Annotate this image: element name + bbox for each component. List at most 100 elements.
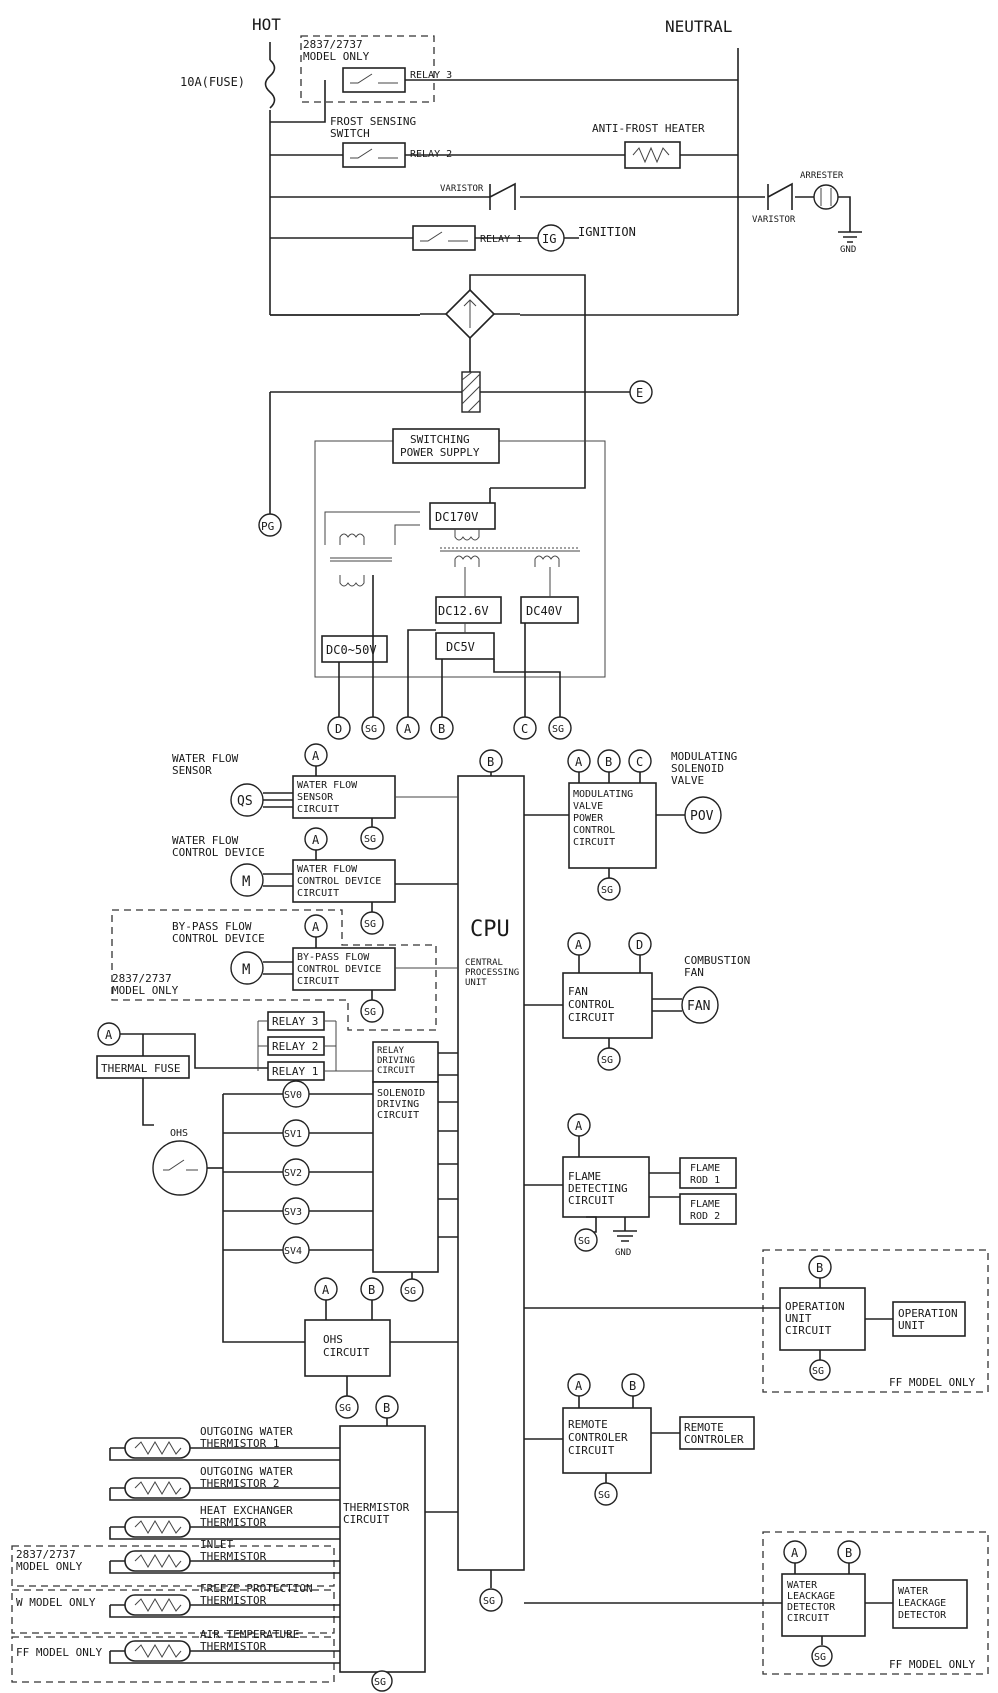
modulating-valve: A B C MODULATING VALVE POWER CONTROL CIR… bbox=[524, 749, 737, 901]
svg-text:RELAY 1: RELAY 1 bbox=[272, 1065, 318, 1078]
svg-text:FAN: FAN bbox=[684, 966, 704, 979]
varistor-label-2: VARISTOR bbox=[752, 215, 796, 225]
operation-unit: FF MODEL ONLY B OPERATION UNIT CIRCUIT O… bbox=[524, 1249, 989, 1393]
svg-text:CIRCUIT: CIRCUIT bbox=[323, 1346, 370, 1359]
remote-sg bbox=[594, 1482, 618, 1506]
switching-ps-line1: SWITCHING bbox=[410, 433, 470, 446]
output-d bbox=[327, 716, 351, 740]
svg-text:CIRCUIT: CIRCUIT bbox=[787, 1613, 829, 1624]
cpu bbox=[457, 775, 525, 1571]
svg-text:SG: SG bbox=[365, 724, 377, 735]
anti-frost-label: ANTI-FROST HEATER bbox=[592, 122, 705, 135]
svg-text:A: A bbox=[791, 1546, 799, 1560]
relay-3-switch bbox=[342, 67, 406, 93]
svg-text:SG: SG bbox=[601, 1055, 613, 1066]
svg-text:D: D bbox=[636, 938, 643, 952]
svg-text:FAN: FAN bbox=[687, 999, 710, 1014]
thermistor-symbol bbox=[134, 1598, 182, 1612]
svg-text:UNIT: UNIT bbox=[785, 1312, 812, 1325]
svg-text:B: B bbox=[438, 722, 445, 736]
svg-text:CIRCUIT: CIRCUIT bbox=[568, 1444, 615, 1457]
svg-text:SENSOR: SENSOR bbox=[297, 792, 334, 803]
relay-solenoid-section: A THERMAL FUSE RELAY 3 RELAY 2 RELAY 1 R… bbox=[96, 1011, 458, 1419]
svg-text:WATER FLOW: WATER FLOW bbox=[172, 834, 239, 847]
water-flow-sensor: WATER FLOW SENSOR QS A WATER FLOW SENSOR… bbox=[172, 743, 458, 850]
svg-text:CIRCUIT: CIRCUIT bbox=[377, 1066, 416, 1076]
wf-control-sg bbox=[360, 911, 384, 935]
svg-text:SG: SG bbox=[578, 1236, 590, 1247]
svg-text:OPERATION: OPERATION bbox=[785, 1300, 845, 1313]
thermistor-wire bbox=[109, 1487, 340, 1501]
relay-1-switch bbox=[412, 225, 476, 251]
thermistor-label: THERMISTOR 1 bbox=[200, 1437, 279, 1450]
svg-text:W MODEL ONLY: W MODEL ONLY bbox=[16, 1596, 96, 1609]
ignition-ig bbox=[537, 224, 565, 252]
pg-label: PG bbox=[261, 520, 274, 533]
flame-sg bbox=[574, 1228, 598, 1252]
dc5v-label: DC5V bbox=[446, 640, 475, 654]
svg-text:A: A bbox=[575, 1119, 583, 1133]
thermistor-icon bbox=[124, 1550, 191, 1572]
svg-text:A: A bbox=[575, 938, 583, 952]
svg-text:VALVE: VALVE bbox=[671, 774, 704, 787]
svg-text:A: A bbox=[575, 755, 583, 769]
svg-text:M: M bbox=[242, 874, 250, 890]
dc5v-box bbox=[435, 632, 495, 660]
svg-text:SOLENOID: SOLENOID bbox=[377, 1088, 425, 1099]
svg-text:WATER FLOW: WATER FLOW bbox=[172, 752, 239, 765]
svg-text:SG: SG bbox=[483, 1596, 495, 1607]
svg-text:A: A bbox=[105, 1028, 113, 1042]
relay-driving-circuit bbox=[372, 1041, 439, 1083]
svg-text:BY-PASS FLOW: BY-PASS FLOW bbox=[297, 952, 370, 963]
flame-detecting: A FLAME DETECTING CIRCUIT FLAME ROD 1 FL… bbox=[524, 1113, 737, 1258]
svg-text:SG: SG bbox=[601, 885, 613, 896]
svg-text:SG: SG bbox=[364, 834, 376, 845]
model-only-relay3-box bbox=[300, 35, 435, 103]
svg-text:CIRCUIT: CIRCUIT bbox=[377, 1110, 419, 1121]
thermistor-icon bbox=[124, 1477, 191, 1499]
svg-text:MODULATING: MODULATING bbox=[573, 789, 633, 800]
thermistor-label: OUTGOING WATER bbox=[200, 1425, 293, 1438]
svg-text:UNIT: UNIT bbox=[465, 978, 487, 988]
svg-text:POWER: POWER bbox=[573, 813, 604, 824]
water-flow-control: WATER FLOW CONTROL DEVICE M A WATER FLOW… bbox=[172, 827, 458, 935]
ff-model-only-air-box bbox=[11, 1636, 335, 1683]
svg-text:FF MODEL ONLY: FF MODEL ONLY bbox=[889, 1658, 975, 1671]
svg-text:SOLENOID: SOLENOID bbox=[671, 762, 724, 775]
dc126v-label: DC12.6V bbox=[438, 604, 489, 618]
bypass-model-only-box bbox=[111, 909, 437, 1031]
svg-text:QS: QS bbox=[237, 794, 253, 809]
svg-text:FF MODEL ONLY: FF MODEL ONLY bbox=[16, 1646, 102, 1659]
thermistor-label: THERMISTOR bbox=[200, 1516, 267, 1529]
svg-text:B: B bbox=[816, 1261, 823, 1275]
flame-rod-1 bbox=[679, 1157, 737, 1189]
thermistor-label: FREEZE PROTECTION bbox=[200, 1582, 313, 1595]
svg-text:WATER FLOW: WATER FLOW bbox=[297, 780, 358, 791]
wl-sg bbox=[811, 1645, 833, 1667]
mod-sg bbox=[597, 877, 621, 901]
mod-circuit bbox=[568, 782, 657, 869]
svg-text:GND: GND bbox=[615, 1248, 631, 1258]
thermistor-symbol bbox=[134, 1520, 182, 1534]
svg-text:CONTROL: CONTROL bbox=[568, 998, 615, 1011]
thermistor-wire bbox=[109, 1526, 340, 1540]
svg-text:2837/2737: 2837/2737 bbox=[16, 1548, 76, 1561]
svg-text:THERMISTOR: THERMISTOR bbox=[343, 1501, 410, 1514]
solenoid-sg bbox=[400, 1278, 424, 1302]
varistor-label-1: VARISTOR bbox=[440, 184, 484, 194]
svg-text:SG: SG bbox=[552, 724, 564, 735]
svg-text:FLAME: FLAME bbox=[690, 1199, 720, 1210]
bypass-circuit bbox=[292, 947, 396, 991]
ohs-sg bbox=[335, 1395, 359, 1419]
switching-power-supply: SWITCHING POWER SUPPLY DC170V DC12.6V DC… bbox=[314, 428, 606, 678]
hot-label: HOT bbox=[252, 15, 281, 34]
svg-text:MODEL ONLY: MODEL ONLY bbox=[16, 1560, 83, 1573]
w-model-only-box bbox=[11, 1589, 335, 1634]
model-only-top-line1: 2837/2737 bbox=[303, 38, 363, 51]
output-sg-2 bbox=[548, 716, 572, 740]
svg-text:THERMAL FUSE: THERMAL FUSE bbox=[101, 1062, 180, 1075]
